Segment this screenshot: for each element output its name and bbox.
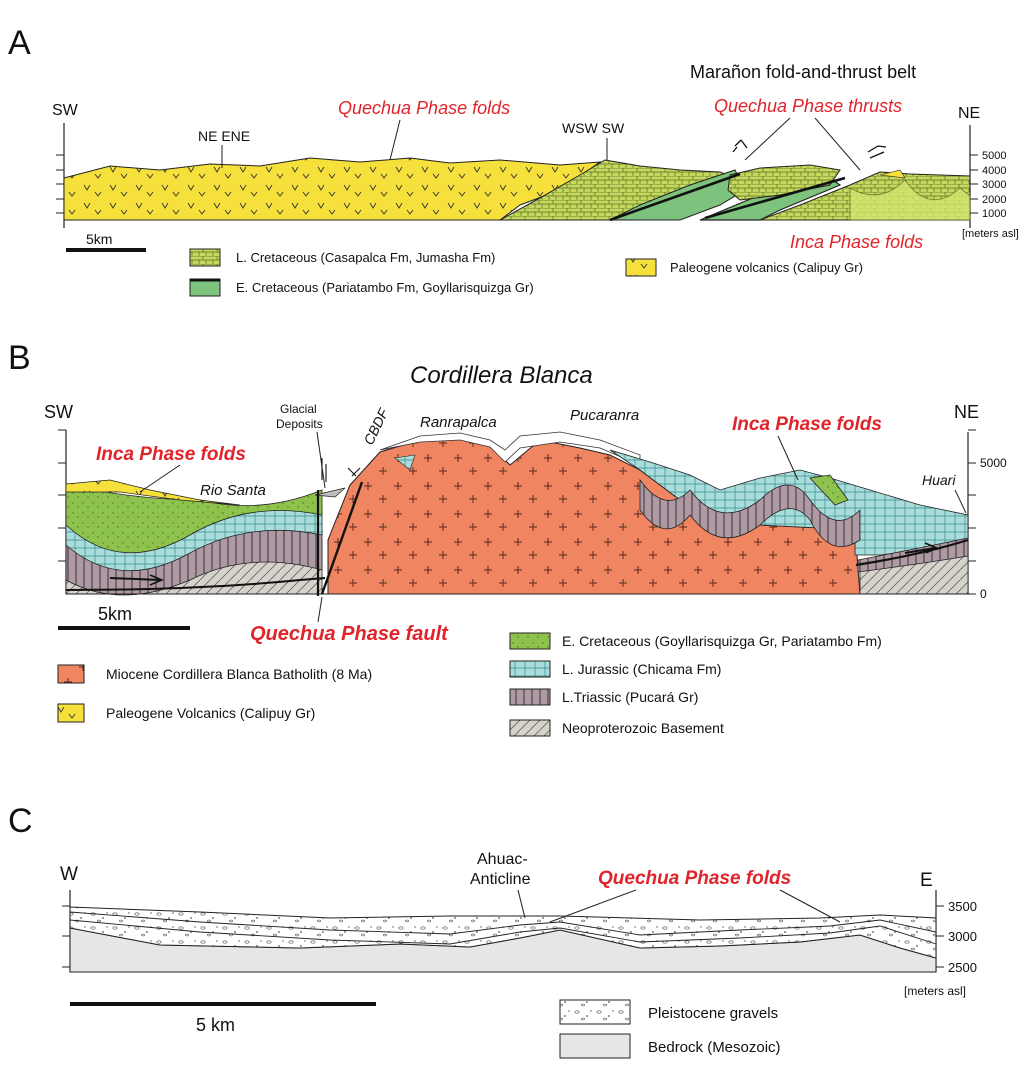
panel-b-quechua-fault-label: Quechua Phase fault xyxy=(250,623,449,645)
panel-c-axis-unit: [meters asl] xyxy=(904,984,966,998)
panel-a-tick-2000: 2000 xyxy=(982,194,1006,206)
legend-label-l-cretaceous: L. Cretaceous (Casapalca Fm, Jumasha Fm) xyxy=(236,250,495,265)
legend-label-basement: Neoproterozoic Basement xyxy=(562,720,724,736)
panel-a-inca-folds-label: Inca Phase folds xyxy=(790,232,923,252)
panel-c-e-label: E xyxy=(920,870,933,891)
panel-a-legend: L. Cretaceous (Casapalca Fm, Jumasha Fm)… xyxy=(189,248,863,297)
panel-b-inca-folds-left-label: Inca Phase folds xyxy=(96,444,246,465)
panel-c-tick-3500: 3500 xyxy=(948,899,977,914)
legend-label-e-cretaceous-b: E. Cretaceous (Goyllarisquizga Gr, Paria… xyxy=(562,633,882,649)
panel-a-tick-4000: 4000 xyxy=(982,165,1006,177)
panel-b-huari-label: Huari xyxy=(922,472,956,488)
cbdf-fault-line xyxy=(320,481,364,595)
panel-b-ne-label: NE xyxy=(954,402,979,422)
panel-b-inca-folds-right-label: Inca Phase folds xyxy=(732,414,882,435)
legend-swatch-l-triassic xyxy=(509,688,551,706)
panel-a: A Marañon fold-and-thrust belt SW NE 500… xyxy=(8,24,1019,297)
panel-b-sw-label: SW xyxy=(44,402,73,422)
panel-b-title: Cordillera Blanca xyxy=(410,362,593,389)
panel-c-tick-3000: 3000 xyxy=(948,929,977,944)
legend-swatch-paleogene-volcanics xyxy=(625,258,657,277)
panel-b-tick-5000: 5000 xyxy=(980,456,1007,470)
panel-c-letter: C xyxy=(8,802,33,840)
legend-label-batholith: Miocene Cordillera Blanca Batholith (8 M… xyxy=(106,666,372,682)
legend-swatch-basement xyxy=(509,719,551,737)
panel-c-legend: Pleistocene gravels Bedrock (Mesozoic) xyxy=(559,999,781,1059)
panel-a-sw-label: SW xyxy=(52,102,79,119)
legend-swatch-paleogene xyxy=(57,703,85,723)
legend-swatch-e-cretaceous-b xyxy=(509,632,551,650)
legend-label-paleogene: Paleogene Volcanics (Calipuy Gr) xyxy=(106,705,315,721)
panel-a-orientation-wsw-sw: WSW SW xyxy=(562,120,625,136)
panel-b-pucaranra-label: Pucaranra xyxy=(570,407,639,424)
panel-c-tick-2500: 2500 xyxy=(948,960,977,975)
panel-a-quechua-folds-label: Quechua Phase folds xyxy=(338,98,510,118)
legend-swatch-batholith xyxy=(57,664,85,684)
legend-label-pleistocene-gravels: Pleistocene gravels xyxy=(648,1005,778,1022)
legend-swatch-l-jurassic xyxy=(509,660,551,678)
panel-b-ranrapalca-label: Ranrapalca xyxy=(420,414,497,431)
panel-a-title: Marañon fold-and-thrust belt xyxy=(690,62,916,82)
panel-a-letter: A xyxy=(8,24,31,62)
legend-swatch-e-cretaceous xyxy=(189,278,221,297)
panel-c-anticline-label: Ahuac-Anticline xyxy=(470,851,531,888)
panel-b-scale-label: 5km xyxy=(98,604,132,624)
legend-label-l-triassic: L.Triassic (Pucará Gr) xyxy=(562,689,698,705)
panel-a-orientation-ne-ene: NE ENE xyxy=(198,128,250,144)
panel-a-tick-1000: 1000 xyxy=(982,208,1006,220)
panel-a-tick-5000: 5000 xyxy=(982,150,1006,162)
panel-b: B Cordillera Blanca SW NE xyxy=(8,339,1007,737)
legend-swatch-pleistocene-gravels xyxy=(559,999,631,1025)
legend-label-paleogene-volcanics: Paleogene volcanics (Calipuy Gr) xyxy=(670,260,863,275)
panel-a-ne-label: NE xyxy=(958,105,980,122)
panel-b-tick-0: 0 xyxy=(980,587,987,601)
panel-c: C W E 3500 3000 2500 [meters asl] Ahuac-… xyxy=(8,802,977,1059)
panel-a-tick-3000: 3000 xyxy=(982,179,1006,191)
legend-swatch-bedrock xyxy=(559,1033,631,1059)
panel-b-rio-santa-label: Rio Santa xyxy=(200,482,266,499)
legend-label-bedrock: Bedrock (Mesozoic) xyxy=(648,1039,781,1056)
panel-c-quechua-folds-label: Quechua Phase folds xyxy=(598,868,791,889)
legend-label-e-cretaceous: E. Cretaceous (Pariatambo Fm, Goyllarisq… xyxy=(236,280,534,295)
panel-a-axis-unit: [meters asl] xyxy=(962,228,1019,240)
panel-b-letter: B xyxy=(8,339,31,377)
panel-a-quechua-thrusts-label: Quechua Phase thrusts xyxy=(714,96,902,116)
panel-c-w-label: W xyxy=(60,864,78,885)
panel-b-cbdf-label: CBDF xyxy=(360,405,392,448)
panel-a-elevation-axis: 5000 4000 3000 2000 1000 [meters asl] xyxy=(962,150,1019,240)
panel-a-scale-label: 5km xyxy=(86,231,112,247)
panel-c-scale-label: 5 km xyxy=(196,1015,235,1035)
panel-b-legend: Miocene Cordillera Blanca Batholith (8 M… xyxy=(57,632,882,737)
legend-label-l-jurassic: L. Jurassic (Chicama Fm) xyxy=(562,661,721,677)
legend-swatch-l-cretaceous xyxy=(189,248,221,267)
